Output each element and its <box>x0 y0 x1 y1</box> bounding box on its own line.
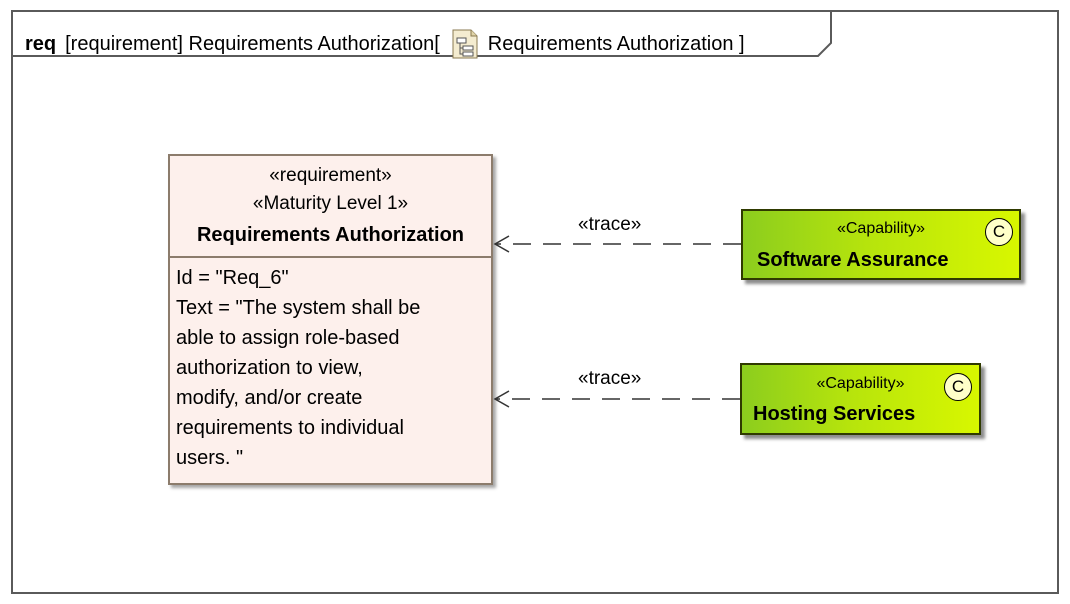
requirement-diagram-icon <box>450 29 480 59</box>
requirement-property-line: Id = "Req_6" <box>176 267 289 289</box>
requirement-property-line: users. " <box>176 447 244 469</box>
requirement-property-line: Text = "The system shall be <box>176 297 421 319</box>
frame-title: req [requirement] Requirements Authoriza… <box>25 29 745 59</box>
capability-badge-icon: C <box>985 218 1013 246</box>
frame-title-text: [requirement] Requirements Authorization… <box>65 32 440 55</box>
capability-stereotype: «Capability» <box>816 375 905 392</box>
requirement-name: Requirements Authorization <box>196 224 465 246</box>
trace-edge-hosting-services[interactable] <box>493 390 740 408</box>
requirement-header: «requirement» «Maturity Level 1» Require… <box>170 156 491 258</box>
diagram-frame: req [requirement] Requirements Authoriza… <box>11 10 1059 594</box>
frame-diagram-name: Requirements Authorization ] <box>487 32 745 55</box>
trace-label-2: «trace» <box>578 368 642 389</box>
trace-label-1: «trace» <box>578 214 642 235</box>
open-arrowhead-icon <box>493 235 510 253</box>
open-arrowhead-icon <box>493 390 510 408</box>
frame-keyword: req <box>25 32 57 55</box>
frame-title-tab <box>13 12 832 57</box>
trace-edge-software-assurance[interactable] <box>493 235 741 253</box>
requirement-property-line: requirements to individual <box>176 417 404 439</box>
capability-hosting-services[interactable]: «Capability» Hosting Services C <box>740 363 981 435</box>
capability-badge-icon: C <box>944 373 972 401</box>
requirement-block[interactable]: «requirement» «Maturity Level 1» Require… <box>168 154 493 485</box>
requirement-property-line: able to assign role-based <box>176 327 400 349</box>
requirement-property-line: authorization to view, <box>176 357 363 379</box>
capability-stereotype: «Capability» <box>836 220 926 237</box>
capability-name: Hosting Services <box>753 403 916 425</box>
capability-name: Software Assurance <box>757 249 949 271</box>
requirement-stereotype: «requirement» <box>269 165 392 186</box>
capability-software-assurance[interactable]: «Capability» Software Assurance C <box>741 209 1021 280</box>
maturity-stereotype: «Maturity Level 1» <box>252 193 409 214</box>
requirement-property-line: modify, and/or create <box>176 387 363 409</box>
requirement-properties: Id = "Req_6" Text = "The system shall be… <box>170 258 491 473</box>
